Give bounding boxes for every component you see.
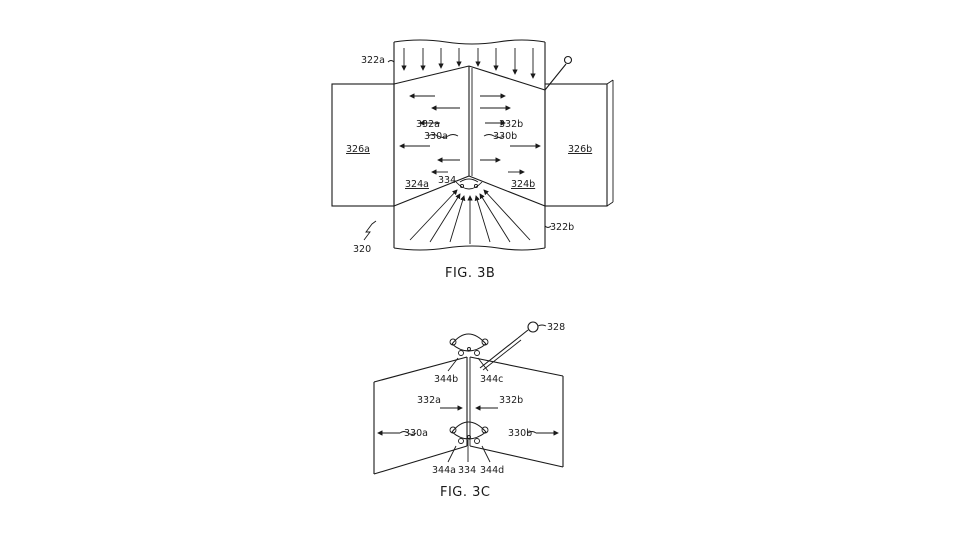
label-324a: 324a	[405, 179, 429, 190]
left-panel	[373, 356, 468, 475]
center-panels	[393, 66, 546, 207]
label-326b: 326b	[568, 144, 592, 155]
figure-3b: 322a 322b 326a 326b 332a 332b 330a 330b …	[331, 39, 614, 281]
leader-322b	[544, 225, 552, 228]
leader-344d	[481, 445, 491, 463]
label-332b: 332b	[499, 119, 523, 130]
label-330a: 330a	[424, 131, 448, 142]
bottom-arrows	[409, 189, 531, 244]
figure-3c: 328 344b 344c 332a 332b 330a 330b 344a 3…	[373, 321, 565, 500]
label-322b: 322b	[550, 222, 574, 233]
figure-caption: FIG. 3B	[445, 266, 495, 281]
contact-element-334	[455, 178, 483, 190]
flow-arrows-left	[399, 93, 460, 175]
leader-330a-c	[399, 431, 417, 435]
leader-344c	[477, 357, 489, 372]
leader-330b-c	[527, 431, 537, 434]
label-332a: 332a	[416, 119, 440, 130]
leader-330b	[483, 134, 505, 138]
figure-caption: FIG. 3C	[440, 485, 491, 500]
label-334: 334	[438, 175, 456, 186]
leader-322a	[387, 60, 395, 63]
label-326a: 326a	[346, 144, 370, 155]
top-arrows	[401, 48, 536, 79]
label-344a: 344a	[432, 465, 456, 476]
leader-344a	[447, 445, 457, 463]
right-panel	[469, 356, 564, 468]
label-320: 320	[353, 244, 371, 255]
label-344b: 344b	[434, 374, 458, 385]
label-332a-c: 332a	[417, 395, 441, 406]
label-344d: 344d	[480, 465, 504, 476]
side-panel-326b	[544, 79, 614, 207]
leader-330a	[427, 134, 459, 138]
label-324b: 324b	[511, 179, 535, 190]
label-330a-c: 330a	[404, 428, 428, 439]
label-332b-c: 332b	[499, 395, 523, 406]
leader-320	[363, 220, 377, 241]
top-sheet-322a	[393, 39, 546, 91]
pointer-tool	[544, 55, 573, 91]
label-334-c: 334	[458, 465, 476, 476]
label-344c: 344c	[480, 374, 503, 385]
label-328: 328	[547, 322, 565, 333]
label-330b-c: 330b	[508, 428, 532, 439]
label-330b: 330b	[493, 131, 517, 142]
flow-arrows-right	[480, 93, 541, 175]
bottom-sheet-322b	[393, 189, 546, 251]
label-322a: 322a	[361, 55, 385, 66]
leader-344b	[447, 357, 459, 372]
upper-clamp	[449, 333, 489, 356]
pointer-tool-328	[479, 321, 547, 371]
lower-clamp	[449, 421, 489, 444]
